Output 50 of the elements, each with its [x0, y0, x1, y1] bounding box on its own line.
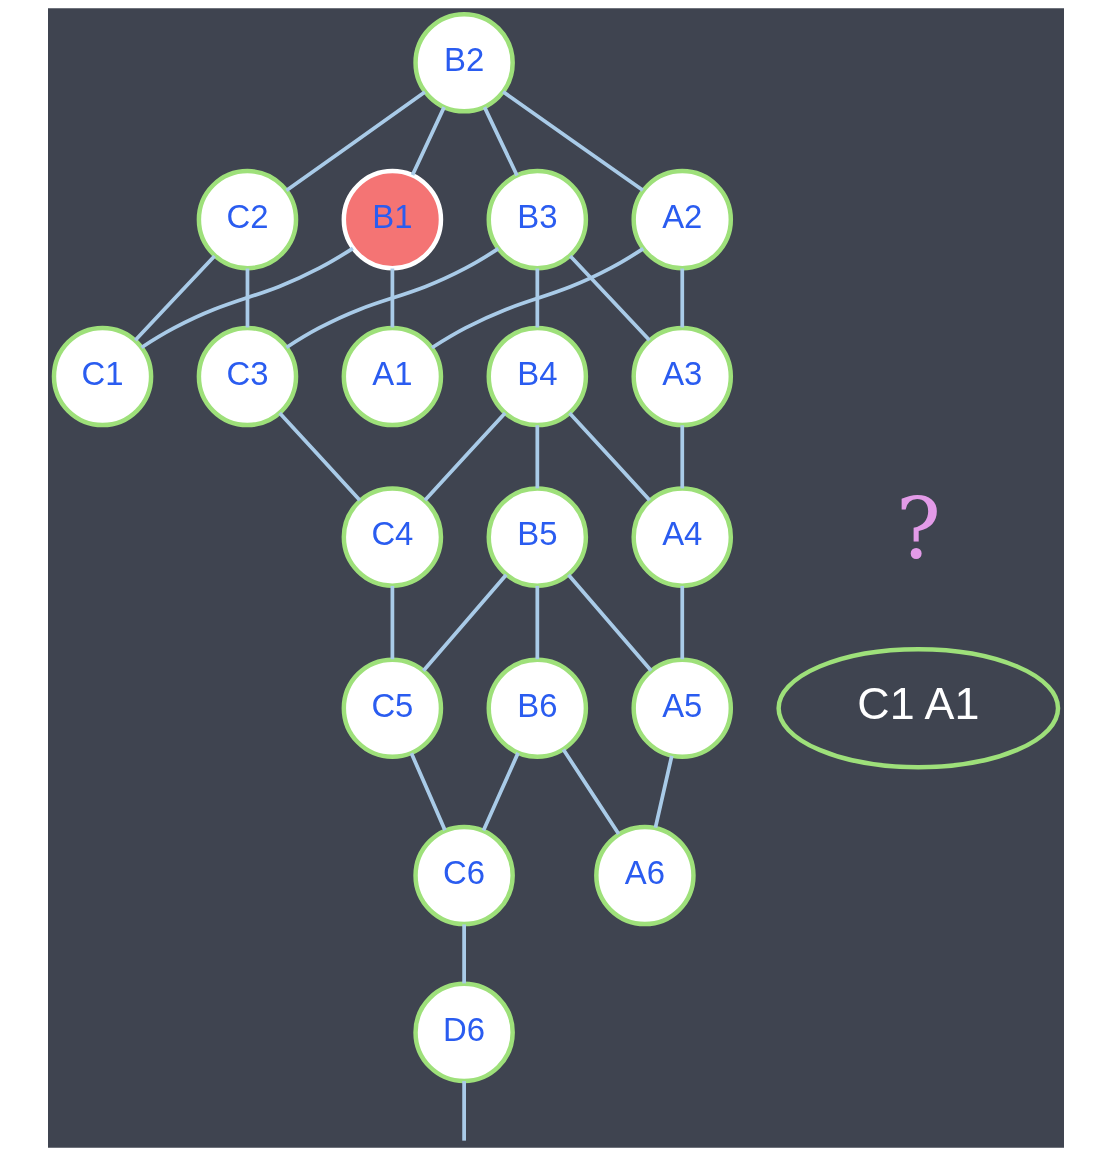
- connector: [568, 411, 652, 502]
- node-circle: C6: [413, 824, 515, 927]
- node-circle: B4: [486, 325, 589, 428]
- node-circle: B5: [486, 486, 589, 588]
- connector: [422, 573, 508, 672]
- node-circle: C2: [196, 168, 299, 271]
- label: ?: [895, 479, 941, 578]
- connector: [140, 246, 354, 350]
- connector: [133, 254, 216, 342]
- connector: [680, 425, 685, 489]
- node-circle: C4: [341, 486, 444, 588]
- connector: [278, 411, 362, 502]
- node-circle: A4: [631, 486, 734, 588]
- connector: [502, 90, 644, 192]
- node-circle: A3: [631, 325, 734, 428]
- node-circle: B1: [341, 168, 444, 271]
- connector: [535, 585, 540, 660]
- connector: [481, 752, 520, 832]
- connector: [430, 247, 645, 350]
- connector: [567, 573, 653, 672]
- connector: [390, 268, 395, 328]
- connector: [680, 268, 685, 328]
- connector: [285, 247, 500, 350]
- connector: [568, 254, 651, 342]
- node-circle: C1: [51, 325, 154, 428]
- connector: [462, 924, 466, 984]
- connector: [410, 106, 446, 176]
- node-circle: D6: [413, 981, 515, 1084]
- connector: [535, 268, 540, 328]
- node-circle: B6: [486, 657, 589, 759]
- connector: [482, 106, 519, 177]
- connector: [409, 752, 447, 831]
- connector: [653, 755, 674, 829]
- node-circle: A1: [341, 325, 444, 428]
- connector: [245, 268, 250, 328]
- node-circle: A5: [631, 657, 734, 759]
- connector: [535, 425, 540, 489]
- connector: [390, 585, 395, 660]
- node-ellipse: C1 A1: [776, 646, 1061, 770]
- node-circle: B3: [486, 168, 589, 271]
- connector: [423, 411, 507, 502]
- node-circle: A2: [631, 168, 734, 271]
- connector: [462, 1081, 466, 1141]
- node-circle: C3: [196, 325, 299, 428]
- node-circle: B2: [413, 11, 515, 114]
- node-circle: A6: [594, 824, 696, 927]
- connector: [680, 585, 685, 660]
- connector: [285, 90, 426, 192]
- node-circle: C5: [341, 657, 444, 759]
- connector: [561, 748, 621, 836]
